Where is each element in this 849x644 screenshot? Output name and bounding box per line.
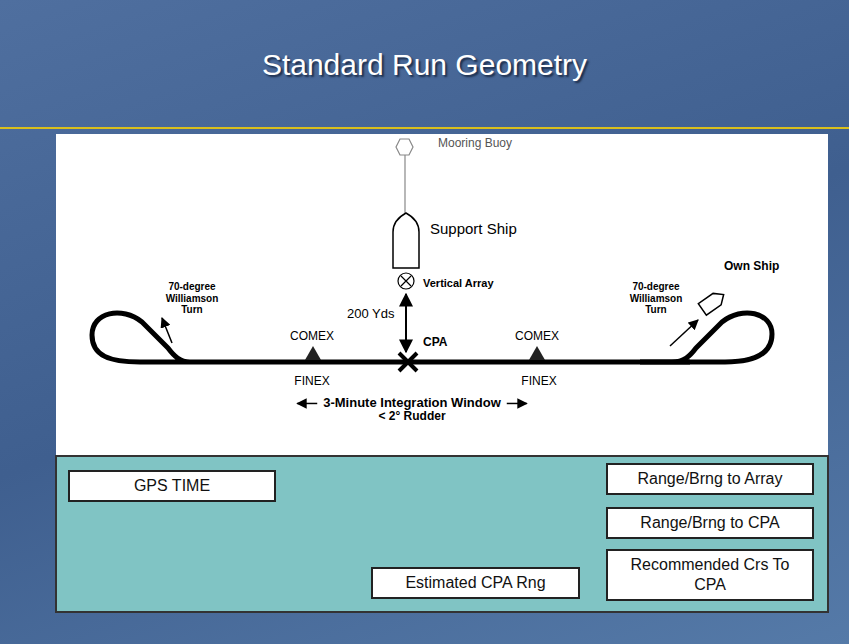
turn-label: 70-degree Williamson Turn [155,281,229,316]
drawing-panel [56,134,828,456]
turn-label: 70-degree Williamson Turn [619,281,693,316]
finex-label: FINEX [521,375,556,389]
comex-label: COMEX [515,330,559,344]
mooring-buoy [396,139,413,155]
box-text: Range/Brng to CPA [634,511,785,535]
range-label: 200 Yds [347,307,394,322]
turn-arrow [670,320,698,346]
course-box: Recommended Crs To CPA [606,549,814,601]
window-arrow [507,403,527,405]
box-text: GPS TIME [128,474,216,498]
array-label: Vertical Array [423,277,494,290]
cpa-range-box: Estimated CPA Rng [371,567,580,599]
box-text: Estimated CPA Rng [399,571,551,595]
display-panel [56,456,828,612]
gps-time-box: GPS TIME [68,470,276,502]
mooring-line [404,155,405,216]
slide-title: Standard Run Geometry [0,48,849,82]
turn-arrow [162,318,172,343]
own-ship [698,289,727,315]
buoy-label: Mooring Buoy [438,137,512,151]
cpa-label: CPA [423,336,447,350]
box-text: Range/Brng to Array [632,467,789,491]
track-right [640,313,772,362]
own-ship-label: Own Ship [724,260,779,274]
finex-label: FINEX [294,375,329,389]
vertical-array [398,273,414,289]
cpa-bearing-box: Range/Brng to CPA [606,507,814,539]
ship-label: Support Ship [430,220,517,237]
cpa-mark [399,353,417,371]
comex-marker [305,346,321,360]
title-rule [0,127,849,129]
window-label: 3-Minute Integration Window [323,396,501,411]
support-ship [393,213,419,268]
box-text: Recommended Crs To CPA [608,553,812,597]
range-arrow [405,294,407,352]
comex-label: COMEX [290,330,334,344]
vertical-array-mark [401,276,411,286]
window-arrow [297,403,317,405]
array-bearing-box: Range/Brng to Array [606,463,814,495]
comex-marker [529,346,545,360]
rudder-label: < 2° Rudder [378,410,445,424]
